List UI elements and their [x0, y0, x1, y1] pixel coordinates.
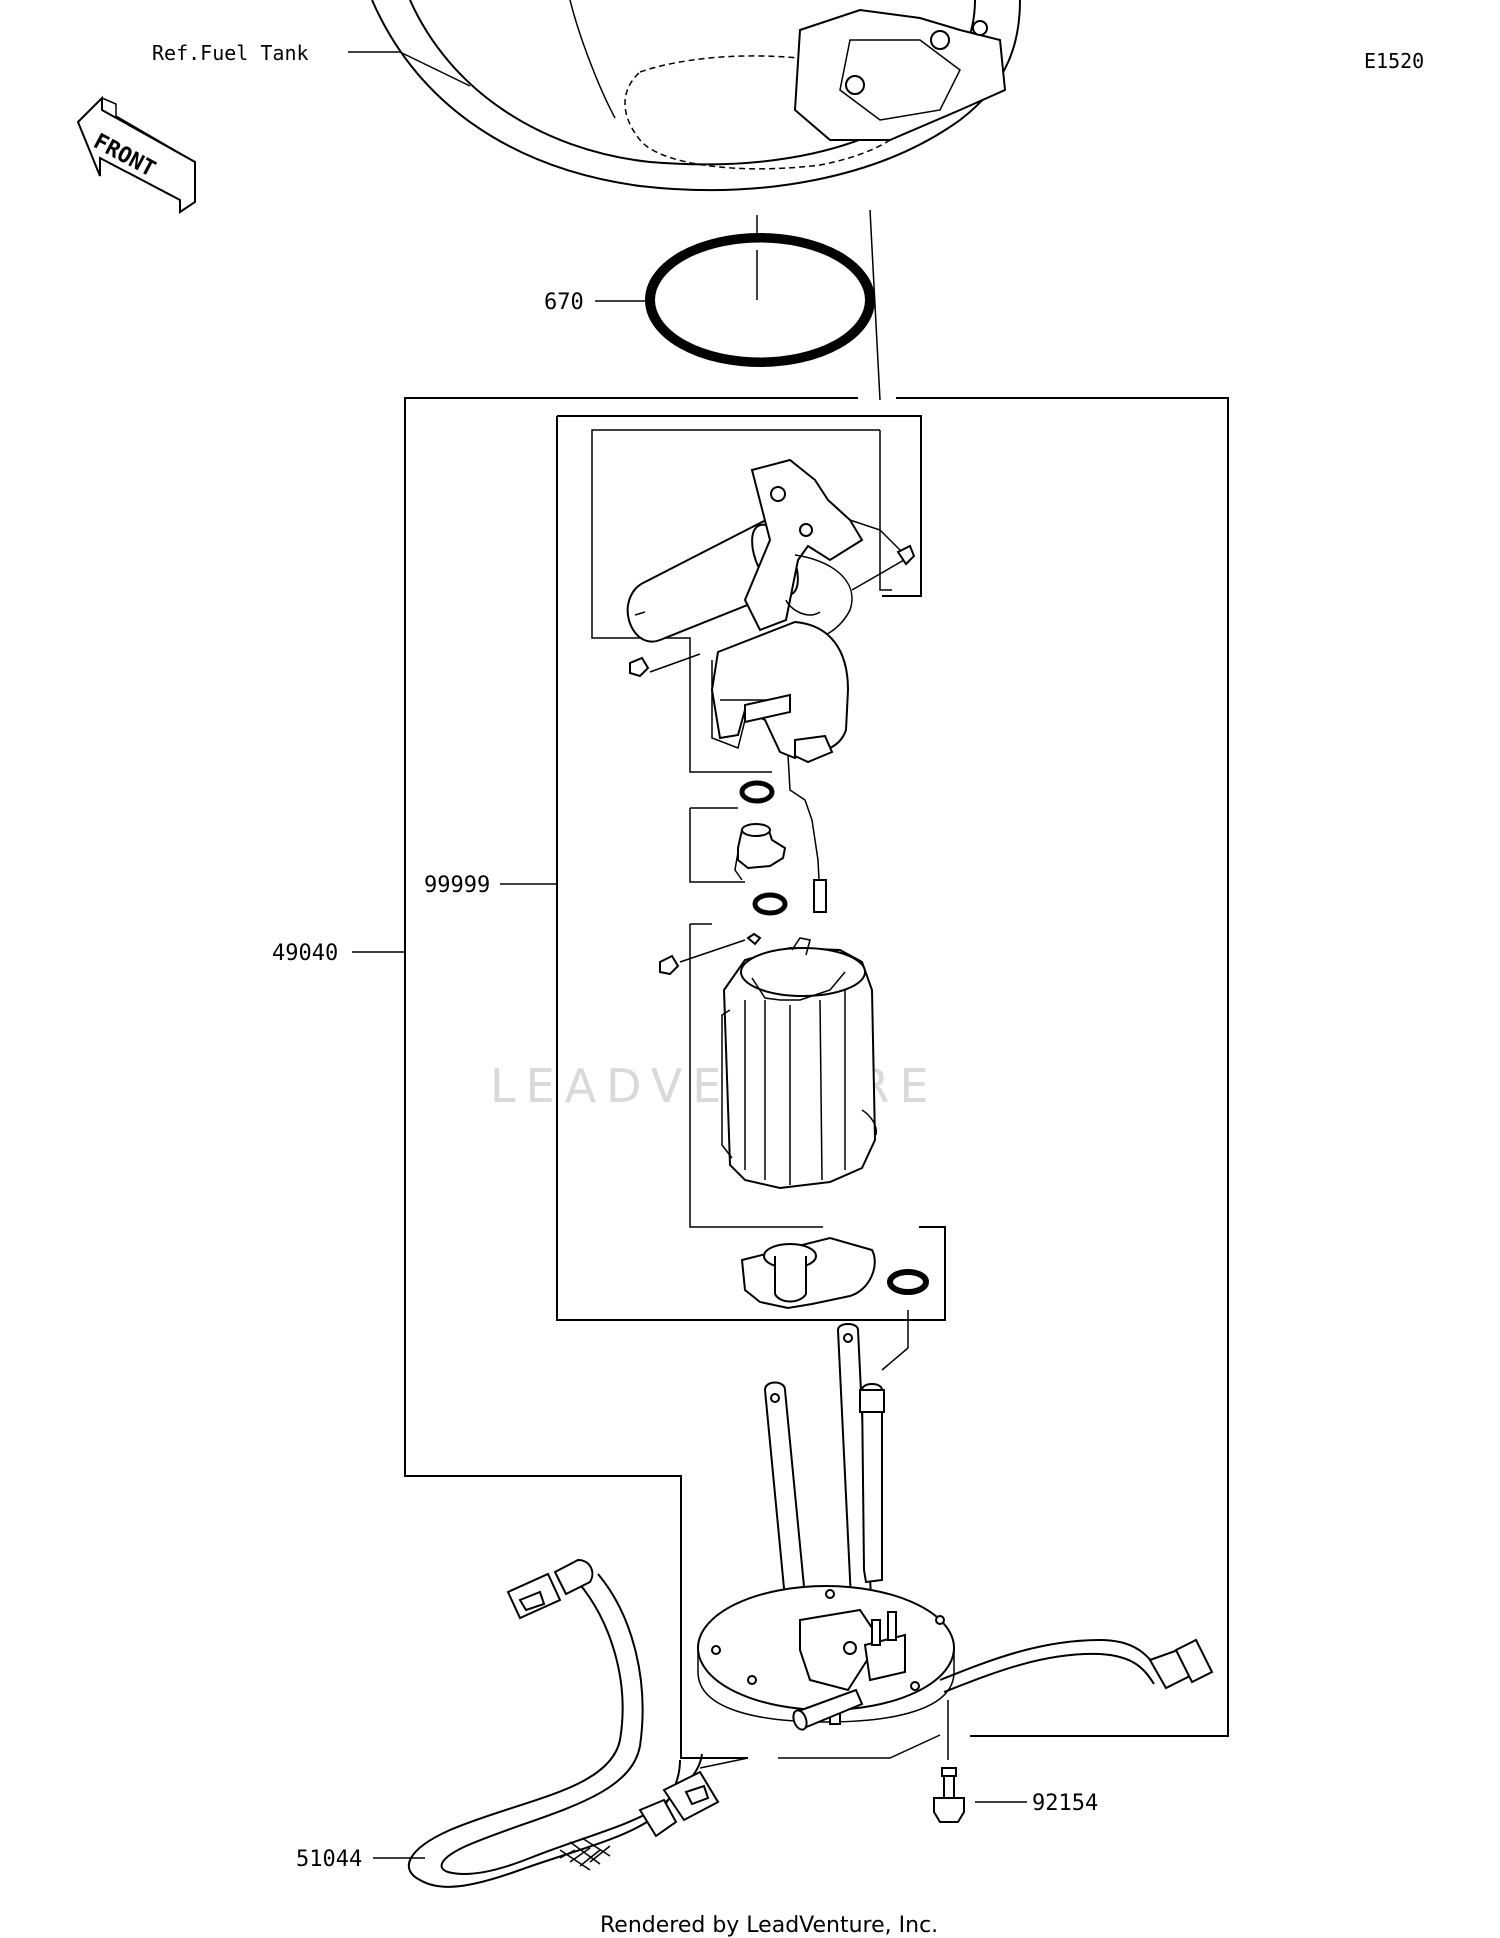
fitting-holder: [734, 823, 787, 881]
screw-top-left: [629, 656, 650, 678]
diagram-code: E1520: [1364, 49, 1424, 73]
pump-bracket-plate: [743, 458, 906, 641]
fuel-tank-outline: [371, 0, 1021, 192]
pump-mount-rails: [763, 1323, 885, 1632]
assembly-bracket-49040: [404, 397, 858, 1759]
o-ring-lower: [752, 892, 788, 916]
fuel-pump-body: [721, 937, 878, 1190]
pressure-regulator: [710, 620, 850, 764]
o-ring-upper: [739, 780, 775, 804]
harness-connector: [1148, 1638, 1214, 1690]
center-axis-line: [869, 209, 881, 401]
leader-line: [399, 51, 471, 87]
callout-51044: 51044: [296, 1847, 362, 1872]
callout-49040: 49040: [272, 941, 338, 966]
callout-99999: 99999: [424, 873, 490, 898]
fuel-hose: [407, 1558, 864, 1888]
footer-credit: Rendered by LeadVenture, Inc.: [600, 1913, 938, 1938]
callout-92154: 92154: [1032, 1791, 1098, 1816]
assembly-bracket-99999: [557, 415, 922, 597]
front-arrow-icon: FRONT: [76, 95, 196, 214]
washer-right: [887, 1269, 929, 1295]
callout-670: 670: [544, 290, 584, 315]
reference-fuel-tank-label: Ref.Fuel Tank: [152, 41, 309, 65]
gasket-ring: [645, 233, 875, 367]
pump-base-flange: [697, 1585, 955, 1725]
bolt-92154: [933, 1767, 965, 1823]
sensor-wire: [787, 754, 821, 901]
harness-wire: [939, 1638, 1161, 1681]
pump-screw: [659, 932, 762, 976]
fuel-strainer: [740, 1236, 876, 1310]
